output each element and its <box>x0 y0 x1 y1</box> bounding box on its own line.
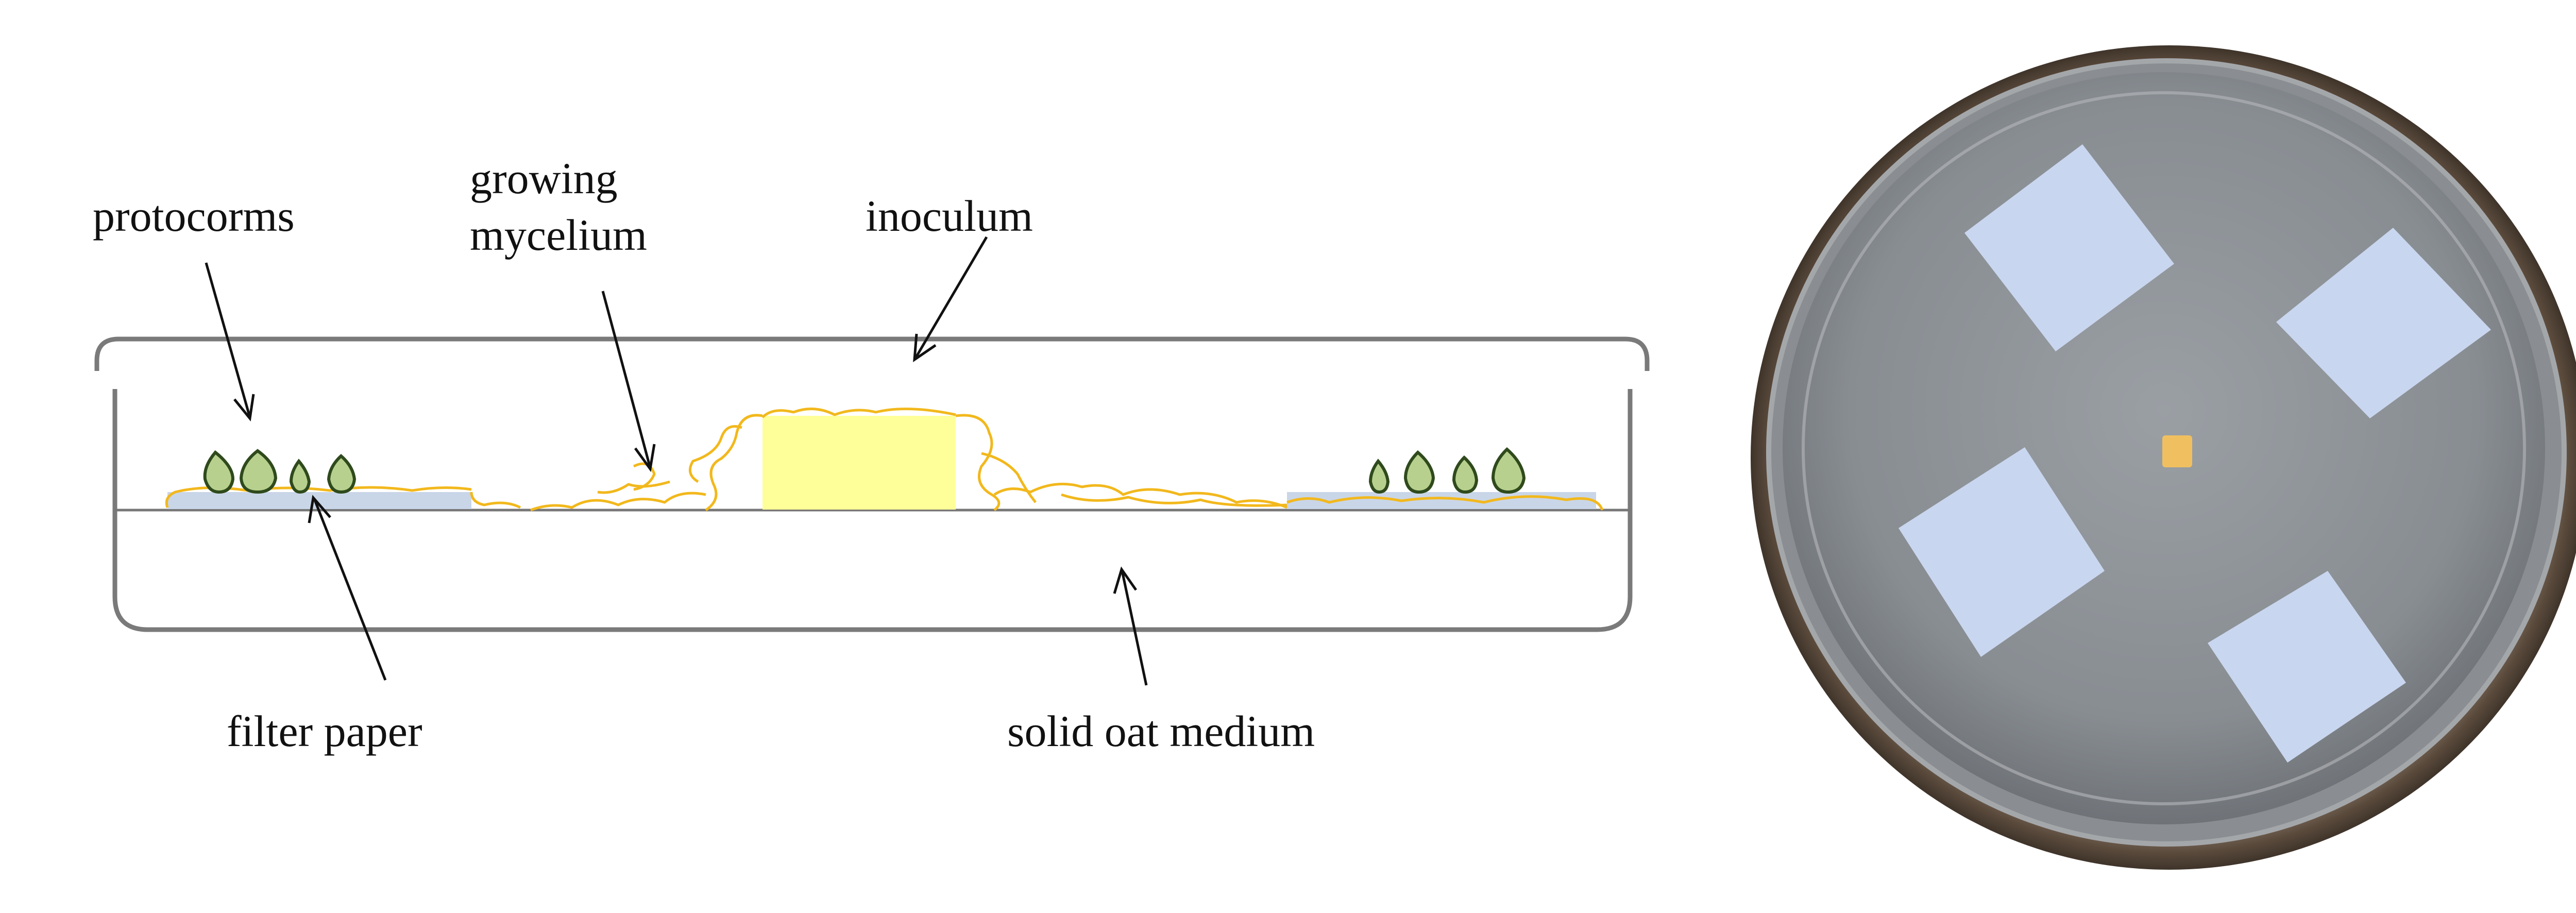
label-solid-oat-medium: solid oat medium <box>1007 706 1315 756</box>
protocorm <box>289 459 311 494</box>
label-protocorms: protocorms <box>93 191 295 241</box>
label-mycelium: mycelium <box>470 210 647 260</box>
protocorm <box>1403 450 1435 494</box>
photo-filter-papers <box>1899 144 2491 763</box>
dish-base <box>112 389 1633 632</box>
inoculum-block <box>762 416 956 510</box>
label-inoculum: inoculum <box>866 191 1033 241</box>
petri-dish-cross-section: protocorms growing mycelium inoculum fil… <box>93 154 1650 756</box>
label-growing: growing <box>470 154 618 203</box>
dish-lid <box>94 336 1650 371</box>
protocorm <box>1491 447 1526 494</box>
protocorm <box>1452 455 1479 494</box>
protocorm <box>327 453 357 494</box>
protocorms <box>203 447 1526 494</box>
protocorm <box>203 450 235 494</box>
photo-inoculum <box>2162 435 2192 467</box>
photo-filter-paper <box>2276 228 2491 418</box>
photo-filter-paper <box>1899 447 2105 657</box>
protocorm <box>1368 459 1390 494</box>
petri-dish-photo <box>1751 45 2576 870</box>
photo-filter-paper <box>1964 144 2174 351</box>
label-filter-paper: filter paper <box>227 706 422 756</box>
photo-lid-glare <box>1802 91 2526 805</box>
protocorm <box>239 449 278 494</box>
arrows <box>205 236 1148 686</box>
photo-filter-paper <box>2208 571 2406 763</box>
mycelium <box>165 408 1604 512</box>
